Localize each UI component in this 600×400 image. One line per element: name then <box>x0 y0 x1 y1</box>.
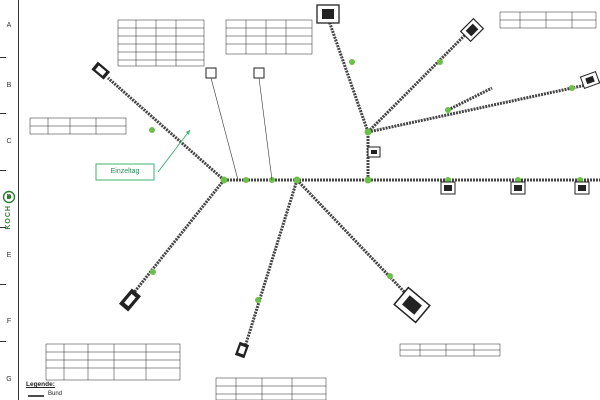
node <box>364 128 372 136</box>
callout-arrow <box>186 130 190 135</box>
inline-connector <box>367 146 381 158</box>
trunk-connector <box>574 181 590 195</box>
node <box>569 85 575 91</box>
table-grid-left <box>29 117 127 135</box>
row-label: E <box>6 252 12 259</box>
node <box>255 297 261 303</box>
table-grid-top-mid <box>225 19 313 55</box>
node <box>445 107 451 113</box>
branch-bottom-right <box>295 178 414 302</box>
bottom-right-connector <box>393 286 431 324</box>
pin-box <box>253 67 265 79</box>
node <box>149 127 155 133</box>
trunk-connector <box>510 181 526 195</box>
node <box>150 269 156 275</box>
callout-box <box>95 163 155 181</box>
table-grid-top-left <box>117 19 205 67</box>
pin-box <box>205 67 217 79</box>
node <box>349 59 355 65</box>
leader-line <box>210 77 239 181</box>
row-label: C <box>6 138 12 145</box>
table-grid-top-right <box>499 11 597 29</box>
node <box>387 273 393 279</box>
trunk-connector <box>440 181 456 195</box>
right-edge-connector <box>579 70 600 90</box>
legend-item-label: Bund <box>48 391 63 397</box>
branch-bottom-left <box>126 179 226 301</box>
callout-label: Einzeltag <box>110 168 140 175</box>
row-label: G <box>6 376 12 383</box>
row-label: A <box>6 22 12 29</box>
node <box>243 177 249 183</box>
row-label: B <box>6 82 12 89</box>
top-left-connector <box>91 61 111 80</box>
leader-line <box>258 77 273 181</box>
bottom-left-connector <box>118 288 142 312</box>
node <box>220 176 228 184</box>
branch-top-2 <box>366 28 472 134</box>
node <box>437 59 443 65</box>
branch-top-left <box>107 76 225 182</box>
table-grid-bottom-left <box>45 343 181 381</box>
branch-right-sub <box>447 86 493 112</box>
node <box>293 176 301 184</box>
table-grid-bottom-right <box>399 343 501 357</box>
company-logo-icon <box>2 190 16 204</box>
bottom-mid-connector <box>234 341 250 359</box>
branch-bottom-mid <box>242 179 299 351</box>
branch-right <box>367 80 600 134</box>
harness-bundles <box>107 17 600 351</box>
branch-top-1 <box>326 17 370 133</box>
row-label: F <box>6 318 12 325</box>
table-grid-bottom-mid <box>215 377 327 400</box>
node <box>364 176 372 184</box>
top-right-connector-1 <box>316 4 340 24</box>
legend-title: Legende: <box>26 381 55 388</box>
splice-nodes <box>149 59 583 303</box>
callout-leader <box>157 129 191 173</box>
top-right-connector-2 <box>459 17 485 43</box>
